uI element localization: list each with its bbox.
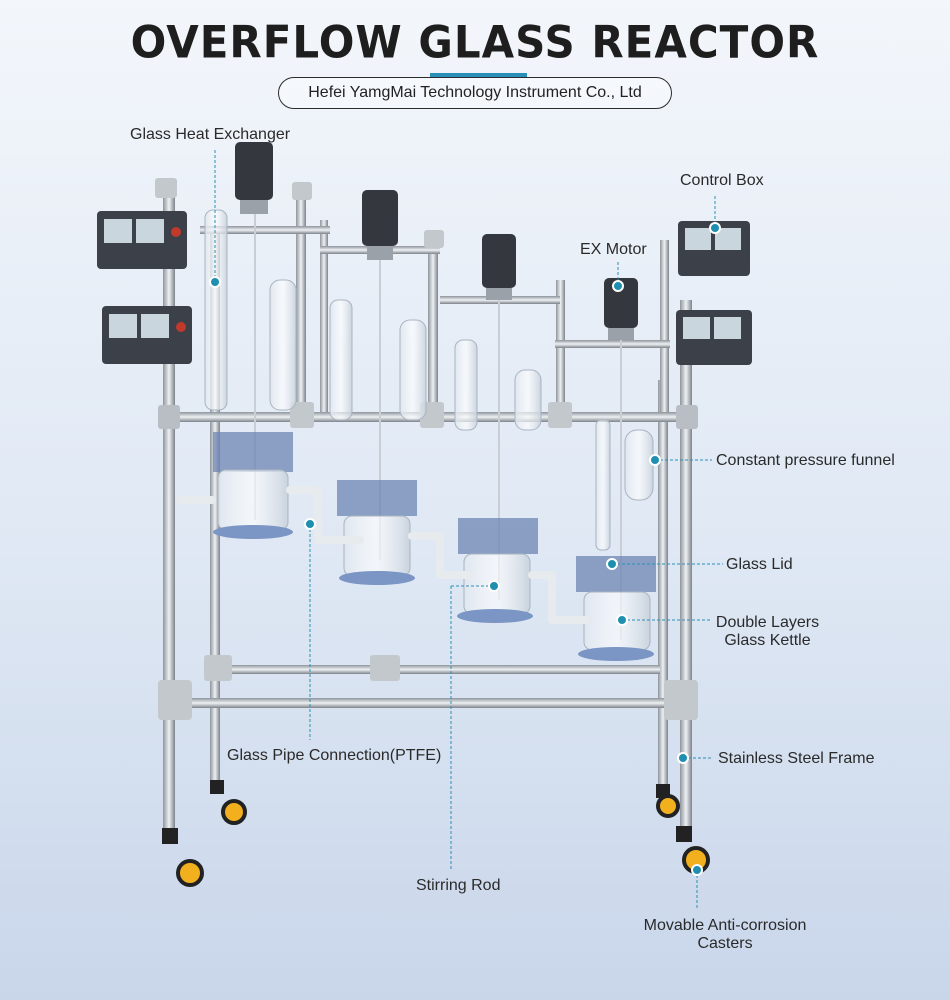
label-glass-pipe-connection: Glass Pipe Connection(PTFE) [227,747,442,764]
label-constant-pressure-funnel: Constant pressure funnel [716,452,895,469]
label-casters-line2: Casters [697,935,753,952]
label-casters-line1: Movable Anti-corrosion [643,917,807,934]
title-accent-bar [430,73,527,78]
control-box-left-bottom [102,306,192,364]
ptfe-pipes [176,486,590,624]
label-glass-heat-exchanger: Glass Heat Exchanger [130,126,291,143]
label-stirring-rod: Stirring Rod [416,877,501,894]
label-double-layers-line2: Glass Kettle [724,632,811,649]
control-box-right-top [678,221,750,276]
glass-kettle-2 [337,480,417,585]
label-ex-motor: EX Motor [580,241,647,258]
casters [162,780,710,887]
control-box-left-top [97,211,187,269]
company-badge: Hefei YamgMai Technology Instrument Co.,… [278,77,672,109]
label-double-layers-line1: Double Layers [715,614,820,631]
glass-kettle-4 [576,556,656,661]
label-stainless-steel-frame: Stainless Steel Frame [718,750,875,767]
label-movable-anti-corrosion-casters: Movable Anti-corrosion Casters [630,917,820,953]
glass-kettle-1 [213,432,293,539]
glass-kettle-3 [457,518,538,623]
glass-columns [204,209,654,551]
callout-dots [209,222,721,876]
label-double-layers-glass-kettle: Double Layers Glass Kettle [705,614,830,650]
control-box-right-bottom [676,310,752,365]
motor-group [235,142,638,340]
page-title: OVERFLOW GLASS REACTOR [130,16,820,69]
label-glass-lid: Glass Lid [726,556,793,573]
label-control-box: Control Box [680,172,764,189]
